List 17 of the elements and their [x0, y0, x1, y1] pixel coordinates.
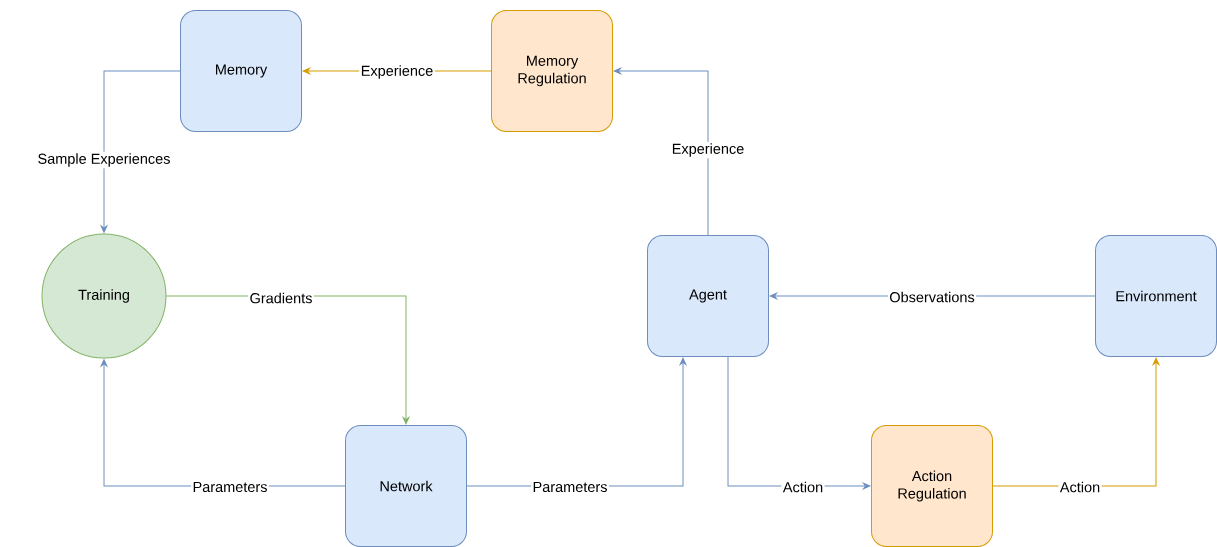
- process-box: Action Regulation: [871, 425, 993, 547]
- edge-label: Action: [781, 480, 825, 494]
- edge-label: Sample Experiences: [36, 151, 172, 169]
- edge-label: Experience: [670, 141, 746, 159]
- edge-label: Parameters: [191, 480, 269, 494]
- process-box: Environment: [1095, 235, 1217, 357]
- arrow: [100, 70, 181, 233]
- edge-label: Action: [1058, 480, 1102, 494]
- process-box: Memory: [180, 10, 302, 132]
- process-box: Network: [345, 425, 467, 547]
- arrow: [613, 67, 709, 236]
- edge-label: Gradients: [248, 291, 314, 305]
- edge-label: Parameters: [531, 480, 609, 494]
- edge-label: Observations: [887, 290, 977, 304]
- process-box: Agent: [647, 235, 769, 357]
- edge-label: Experience: [359, 63, 435, 81]
- process-box: Memory Regulation: [491, 10, 613, 132]
